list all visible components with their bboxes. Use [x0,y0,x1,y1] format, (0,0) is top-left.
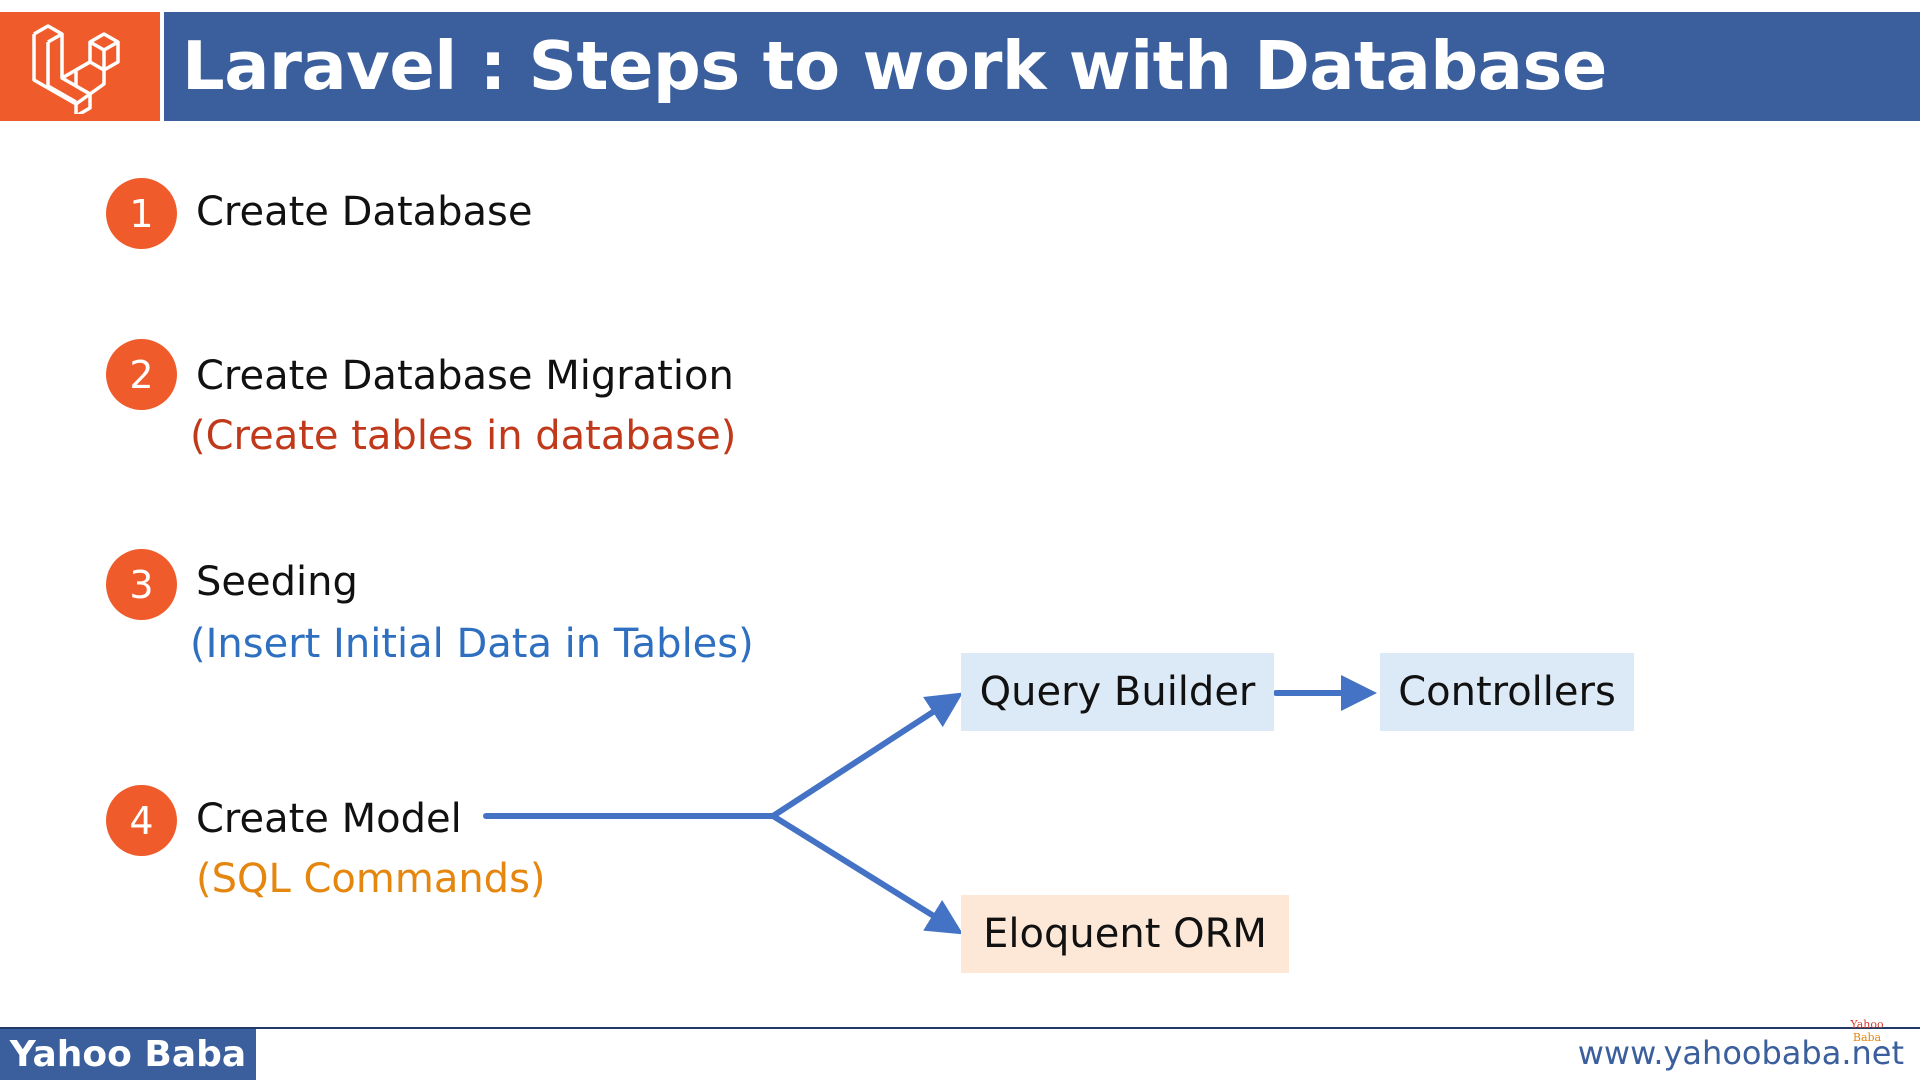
laravel-logo-icon [32,24,120,114]
title-bar: Laravel : Steps to work with Database [164,12,1920,121]
step-3-badge: 3 [106,549,177,620]
arrow-to-eloquent-orm [770,813,964,935]
step-1-label: Create Database [196,189,533,235]
step-3-sub: (Insert Initial Data in Tables) [190,621,754,667]
footer-url[interactable]: www.yahoobaba.net [1577,1034,1904,1072]
step-2-label: Create Database Migration [196,353,734,399]
step-4-label: Create Model [196,796,462,842]
svg-text:Baba: Baba [1853,1031,1882,1044]
logo-box [0,12,160,121]
svg-text:Yahoo: Yahoo [1849,1018,1884,1031]
page-title: Laravel : Steps to work with Database [182,27,1607,105]
header: Laravel : Steps to work with Database [0,12,1920,121]
query-builder-box: Query Builder [961,653,1274,731]
footer-brand: Yahoo Baba [0,1029,256,1080]
step-4-sub: (SQL Commands) [196,856,546,902]
step-3-label: Seeding [196,559,358,605]
controllers-box: Controllers [1380,653,1634,731]
eloquent-orm-box: Eloquent ORM [961,895,1289,973]
arrow-to-query-builder [770,692,964,819]
step-2-sub: (Create tables in database) [190,413,737,459]
step-2-badge: 2 [106,339,177,410]
footer-divider [0,1027,1920,1029]
step-4-badge: 4 [106,785,177,856]
step-1-badge: 1 [106,178,177,249]
yahoo-baba-watermark-icon: Yahoo Baba [1849,1018,1884,1044]
